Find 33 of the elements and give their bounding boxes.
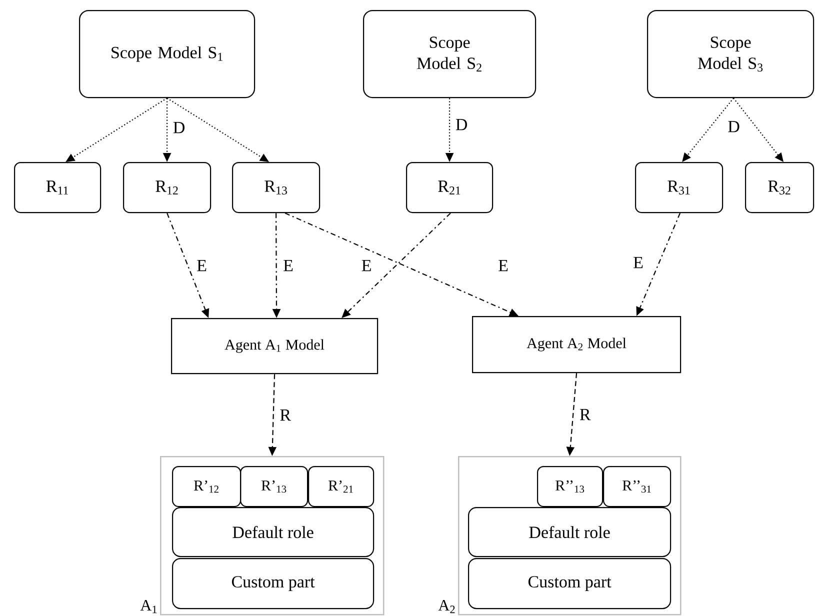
role-box: R$_{11}$ bbox=[14, 162, 102, 214]
edge-label: D bbox=[454, 118, 469, 132]
node-label: A$_{1}$ bbox=[140, 600, 157, 614]
part-box: Custom part bbox=[468, 558, 672, 610]
role-box: R$_{21}$ bbox=[406, 162, 494, 214]
edge-label: E bbox=[282, 258, 294, 272]
scope-model-box: Scope Model S$_{2}$ bbox=[363, 10, 536, 98]
edge-label: R bbox=[578, 408, 592, 422]
role-copy-box: R’$_{13}$ bbox=[240, 466, 308, 508]
role-copy-box: R’’$_{13}$ bbox=[537, 466, 604, 508]
edge-label: E bbox=[632, 256, 644, 270]
role-copy-box: R’’$_{31}$ bbox=[603, 466, 672, 508]
part-box: Default role bbox=[172, 507, 374, 558]
edge-label: E bbox=[497, 258, 510, 272]
role-box: R$_{31}$ bbox=[635, 162, 724, 214]
role-box: R$_{13}$ bbox=[232, 162, 320, 214]
agent-model-box: Agent A$_{1}$ Model bbox=[171, 318, 378, 374]
edge-label: E bbox=[196, 258, 208, 272]
node-label: A$_{2}$ bbox=[438, 600, 455, 614]
edge-label: R bbox=[278, 408, 292, 422]
part-box: Default role bbox=[468, 507, 672, 558]
arrow bbox=[342, 212, 451, 318]
scope-model-box: Scope Model S$_{3}$ bbox=[647, 10, 814, 98]
role-copy-box: R’$_{12}$ bbox=[172, 466, 242, 508]
scope-model-box: Scope Model S$_{1}$ bbox=[79, 10, 256, 98]
role-box: R$_{32}$ bbox=[745, 162, 814, 214]
role-box: R$_{12}$ bbox=[123, 162, 212, 214]
edge-label: E bbox=[360, 258, 373, 272]
agent-model-box: Agent A$_{2}$ Model bbox=[472, 316, 682, 374]
role-copy-box: R’$_{21}$ bbox=[308, 466, 374, 508]
edge-label: D bbox=[726, 120, 741, 134]
edge-label: D bbox=[172, 120, 186, 134]
part-box: Custom part bbox=[172, 558, 374, 610]
